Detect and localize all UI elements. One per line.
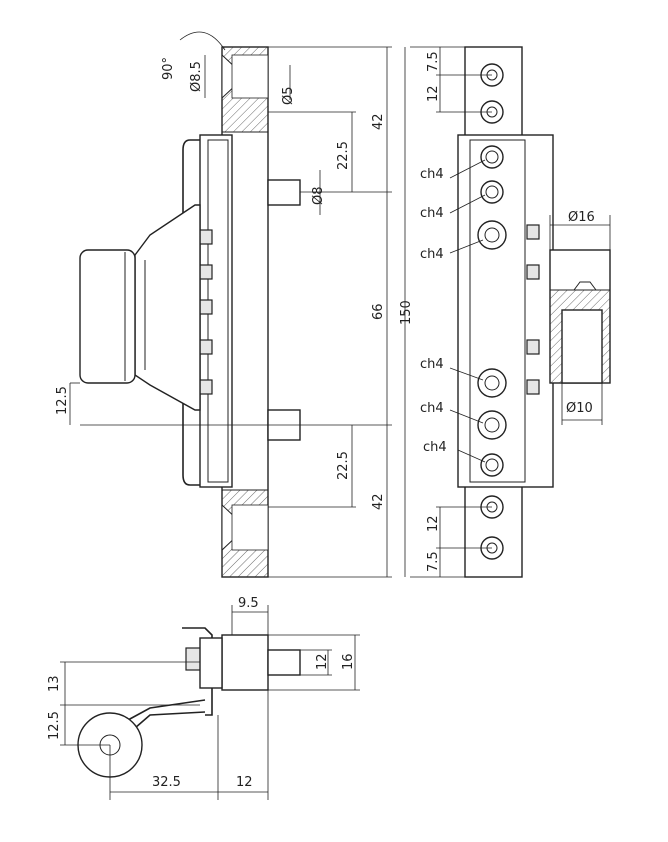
dim-dia-8-5: Ø8.5 [189,61,204,92]
side-view: 90° Ø8.5 Ø5 42 22.5 Ø8 66 150 12.5 22.5 … [55,31,465,578]
ch4-label: ch4 [420,401,444,416]
dim-top-12: 12 [426,85,441,102]
dim-12: 12 [315,653,330,670]
dim-bottom-7-5: 7.5 [426,551,441,572]
dim-top-42: 42 [371,113,386,130]
dim-16: 16 [341,653,356,670]
dim-12-5-bottom: 12.5 [47,711,62,740]
pin-top [267,179,301,206]
dim-12-5: 12.5 [55,386,70,415]
dim-12-bottom: 12 [236,775,253,790]
dim-dia-5: Ø5 [281,86,296,105]
dim-top-22-5: 22.5 [336,141,351,170]
top-plate [221,634,269,691]
dim-9-5: 9.5 [238,596,259,611]
knob-bore [561,309,603,384]
front-housing [457,134,554,488]
top-bracket [182,627,213,716]
dim-dia-10: Ø10 [566,401,593,416]
dim-bottom-22-5: 22.5 [336,451,351,480]
ch4-label: ch4 [420,357,444,372]
dim-bottom-42: 42 [371,493,386,510]
dim-dia-16: Ø16 [568,210,595,225]
ch4-label: ch4 [420,206,444,221]
top-pin [267,649,301,676]
cone [134,204,201,411]
dim-dia-8: Ø8 [311,186,326,205]
angle-arc [179,31,226,51]
dim-13: 13 [47,675,62,692]
front-view: 7.5 12 ch4 ch4 ch4 ch4 ch4 ch4 Ø16 Ø10 1… [420,46,611,578]
dim-bottom-12: 12 [426,515,441,532]
dim-top-7-5: 7.5 [426,51,441,72]
dim-32-5: 32.5 [152,775,181,790]
ch4-label: ch4 [420,167,444,182]
knob [79,249,136,384]
dim-66: 66 [371,303,386,320]
top-view: 9.5 12 16 13 12.5 32.5 12 [47,596,360,800]
ch4-label: ch4 [423,440,447,455]
angle-label: 90° [161,57,176,80]
ch4-label: ch4 [420,247,444,262]
dim-150: 150 [399,300,414,325]
